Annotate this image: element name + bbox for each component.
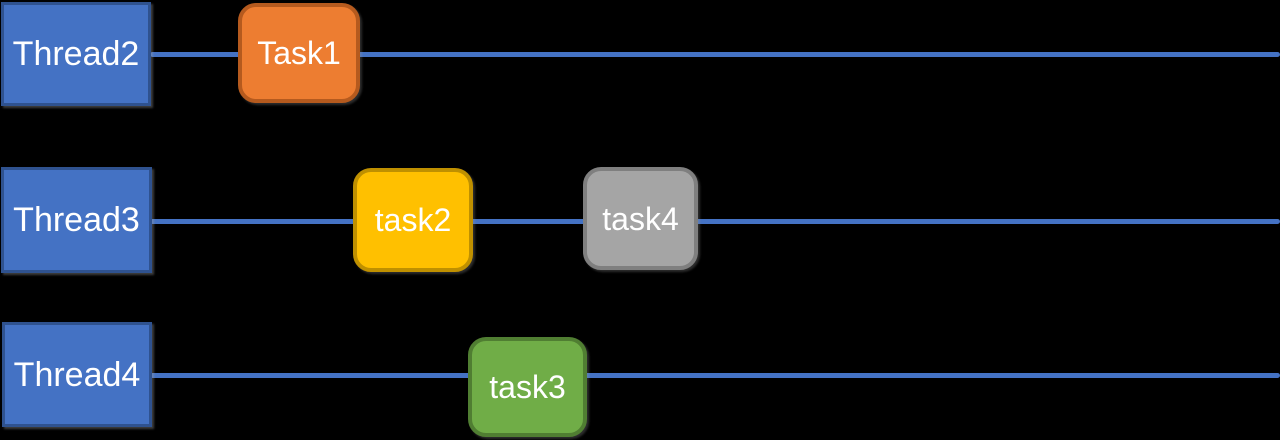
thread-label: Thread3 — [13, 201, 140, 239]
task-box-task2: task2 — [353, 168, 473, 272]
thread-label: Thread2 — [12, 35, 140, 73]
task-label: task3 — [489, 369, 566, 405]
task-label: task4 — [602, 200, 679, 237]
task-box-task1: Task1 — [238, 3, 360, 103]
task-label: Task1 — [257, 35, 341, 71]
timeline-thread3 — [150, 219, 1280, 224]
thread-label: Thread4 — [13, 355, 141, 394]
thread-box-thread2: Thread2 — [1, 2, 151, 106]
thread-box-thread3: Thread3 — [1, 167, 152, 273]
thread-box-thread4: Thread4 — [2, 322, 152, 427]
task-box-task3: task3 — [468, 337, 587, 437]
timeline-thread4 — [150, 373, 1280, 378]
timeline-thread2 — [150, 52, 1280, 57]
task-box-task4: task4 — [583, 167, 698, 270]
task-label: task2 — [374, 202, 452, 238]
